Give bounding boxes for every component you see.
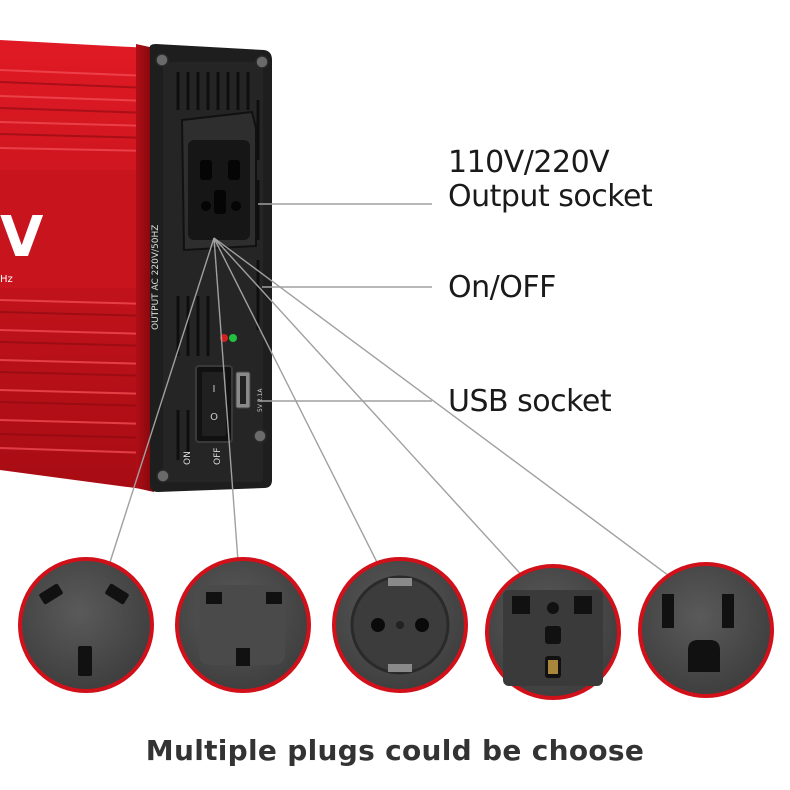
schuko-socket-icon xyxy=(332,557,468,693)
caption: Multiple plugs could be choose xyxy=(145,734,645,767)
power-switch[interactable]: I O xyxy=(195,365,233,443)
body-freq-text: Hz xyxy=(0,274,13,285)
switch-on-label: ON xyxy=(183,451,193,465)
switch-on-symbol: I xyxy=(213,384,216,395)
output-rating-text: OUTPUT AC 220V/50HZ xyxy=(151,225,161,330)
screw-icon xyxy=(156,469,170,483)
usb-port[interactable] xyxy=(235,371,251,409)
switch-off-label: OFF xyxy=(213,448,223,465)
usb-port-text: 5V 2.1A xyxy=(257,388,264,412)
plugs-row xyxy=(18,557,774,700)
switch-off-symbol: O xyxy=(210,412,218,423)
front-panel: OUTPUT AC 220V/50HZ I O ON OFF 5V 2.1A xyxy=(149,44,272,492)
us-two-pin-socket-icon xyxy=(175,557,311,693)
universal-socket-icon xyxy=(485,564,621,700)
australian-socket-icon xyxy=(18,557,154,693)
plug-leader-4 xyxy=(213,237,549,605)
inverter-body: V Hz xyxy=(0,40,154,492)
plug-leader-3 xyxy=(213,237,403,613)
led-green-icon xyxy=(229,334,237,342)
output-socket-label: Output socket xyxy=(448,179,653,214)
plug-leader-1 xyxy=(93,237,215,613)
output-socket-callout: 110V/220V Output socket xyxy=(448,145,653,214)
callout-lines xyxy=(93,203,681,613)
output-socket xyxy=(180,110,257,252)
switch-callout: On/OFF xyxy=(448,270,556,305)
screw-icon xyxy=(253,429,267,443)
us-grounded-socket-icon xyxy=(638,562,774,698)
screw-icon xyxy=(255,55,269,69)
body-model-text: V xyxy=(0,205,44,270)
screw-icon xyxy=(155,53,169,67)
output-socket-voltage: 110V/220V xyxy=(448,145,610,180)
plug-leader-5 xyxy=(213,237,681,585)
usb-callout: USB socket xyxy=(448,384,612,419)
plug-leader-2 xyxy=(213,237,241,589)
